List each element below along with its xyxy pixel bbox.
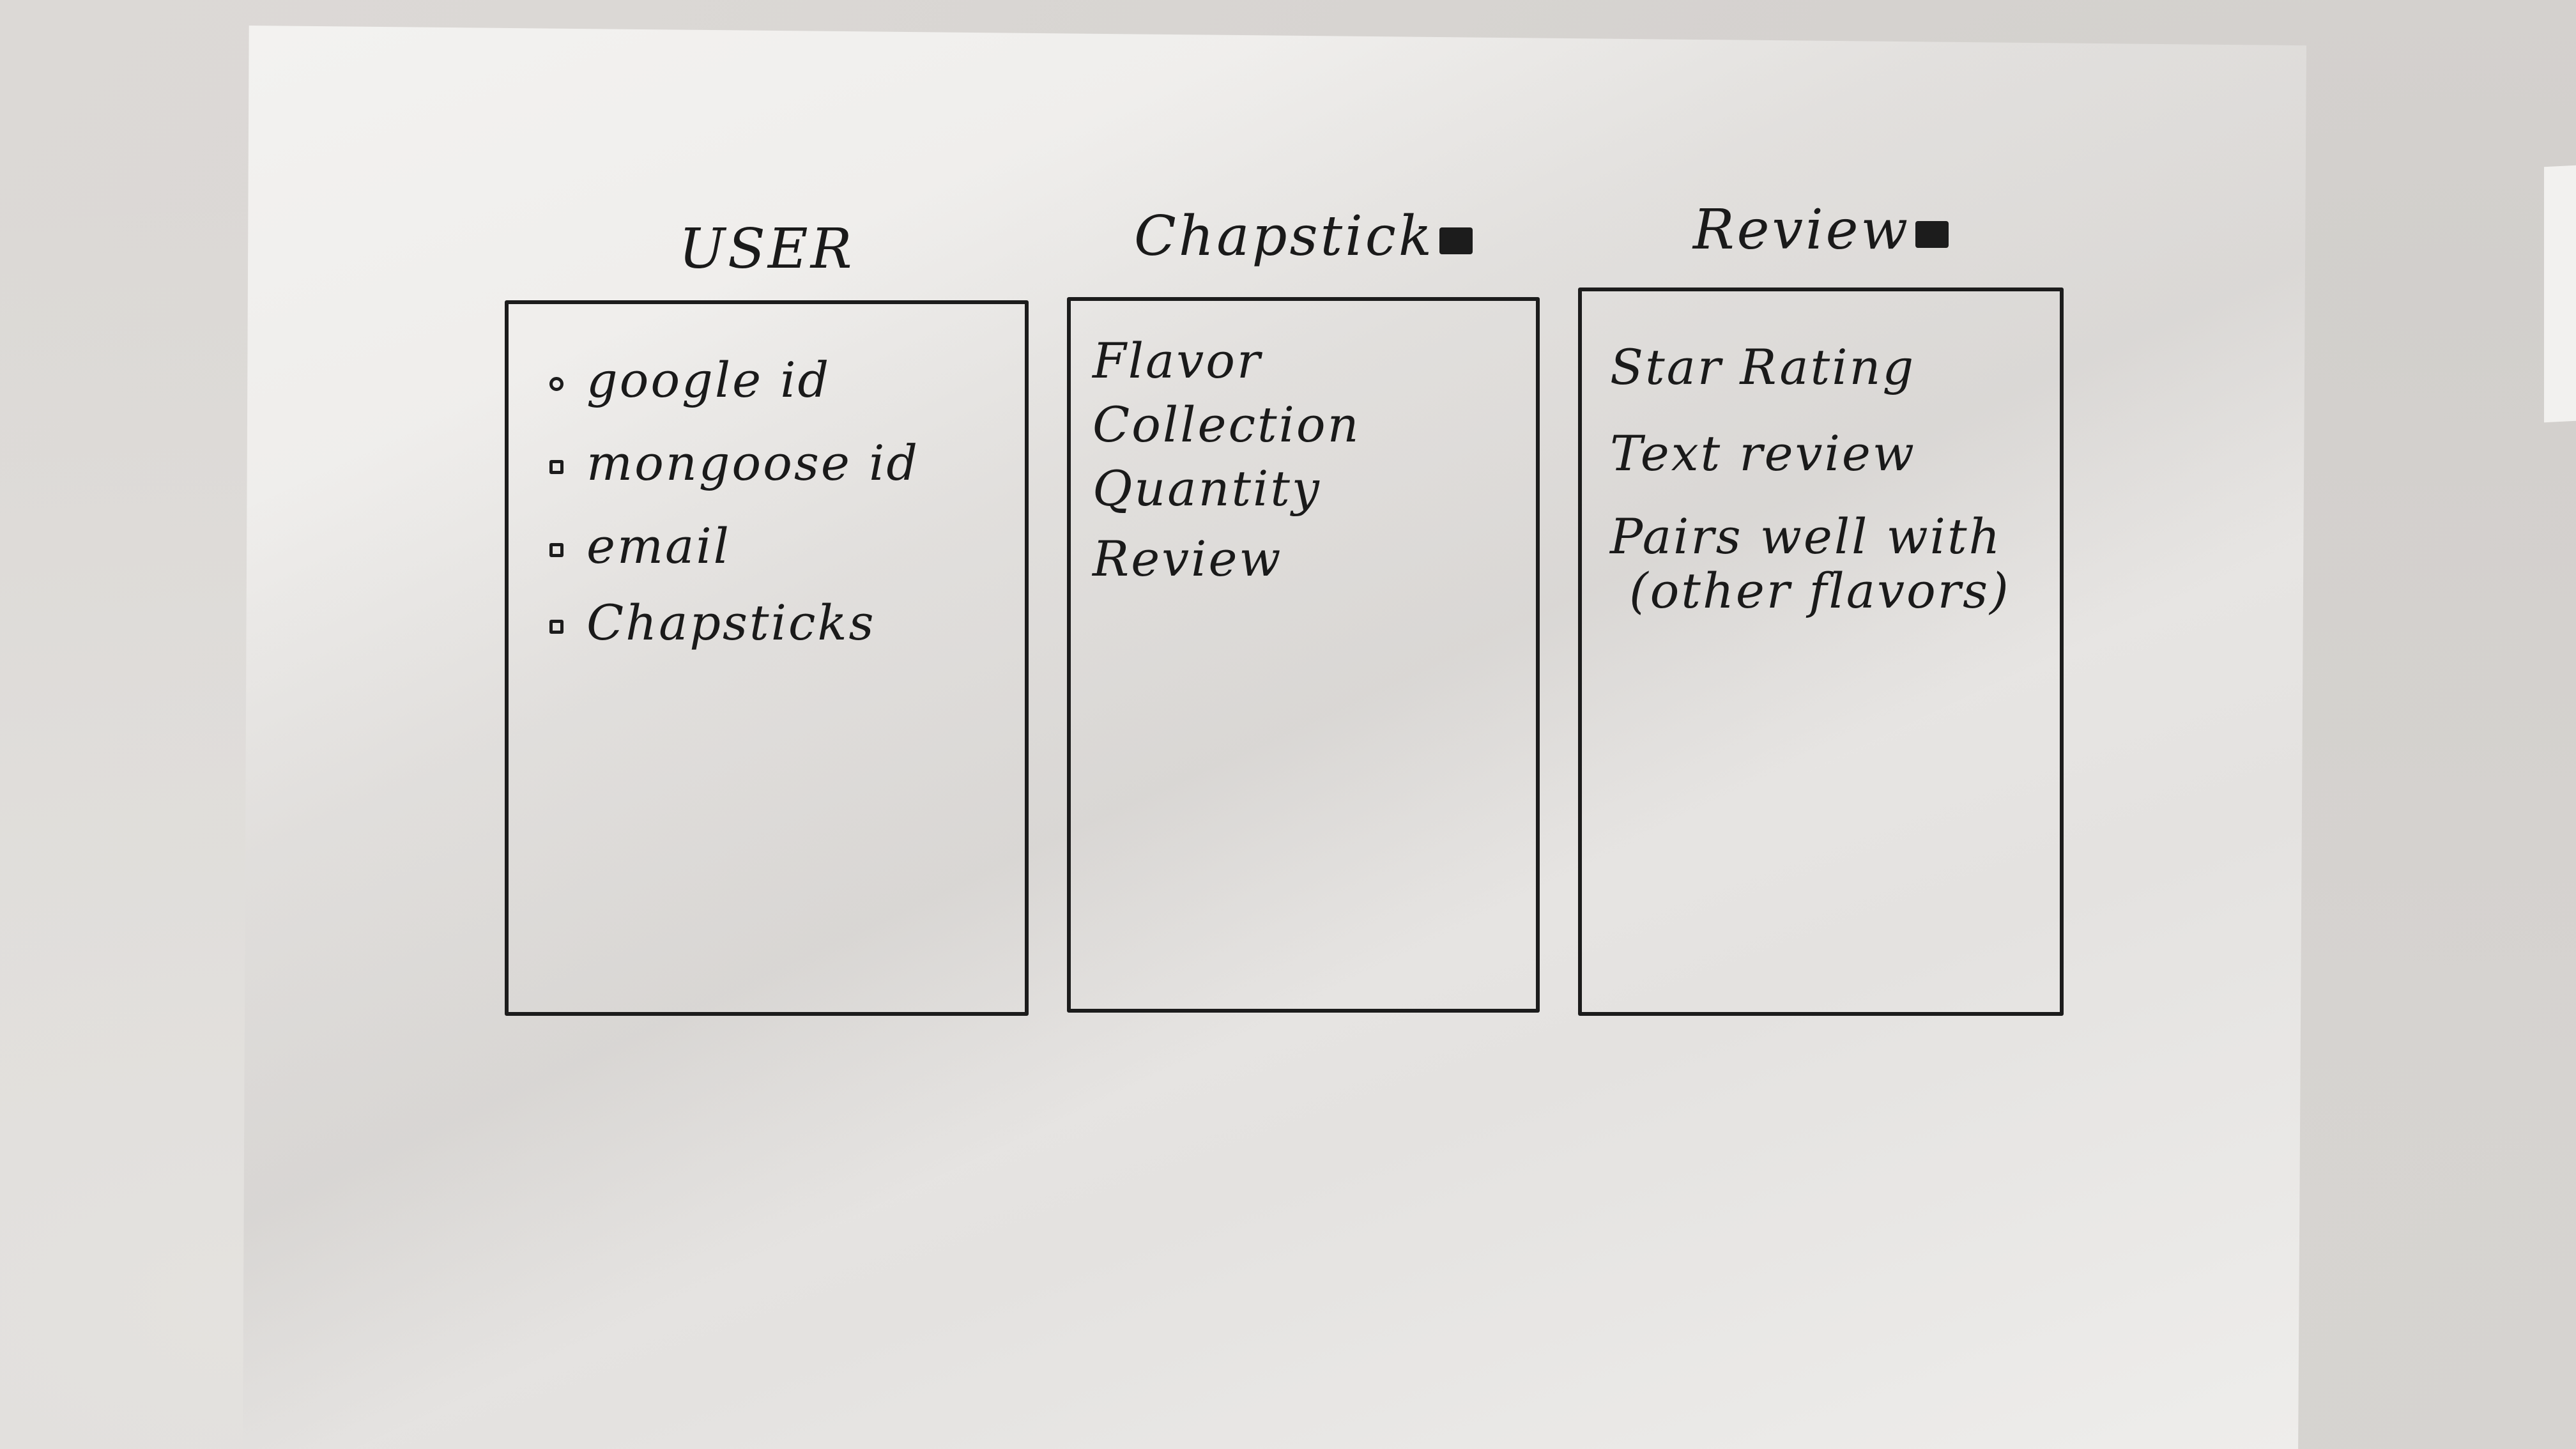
attribute-item: Text review [1610, 425, 1916, 482]
entity-chapstick-attributes: Flavor Collection Quantity Review [1092, 332, 1540, 594]
attribute-item: Pairs well with [1610, 508, 2002, 565]
scribble-mark-icon [1439, 227, 1473, 254]
attribute-label: Chapsticks [586, 594, 876, 651]
attribute-item: google id [549, 351, 1029, 434]
checkbox-bullet-icon [549, 460, 564, 474]
attribute-item: email [549, 518, 1029, 594]
scribble-mark-icon [1915, 220, 1949, 248]
attribute-label: google id [586, 351, 831, 408]
checkbox-bullet-icon [549, 377, 564, 391]
entity-chapstick-box [1067, 297, 1540, 1013]
entity-review-box [1578, 288, 2064, 1016]
checkbox-bullet-icon [549, 543, 564, 557]
entity-review-title-text: Review [1692, 198, 1911, 262]
entity-user-box [505, 300, 1029, 1016]
paper-scrap [2544, 165, 2576, 423]
entity-review: Review Star Rating Text review Pairs wel… [1578, 198, 2064, 1048]
attribute-item: Collection [1092, 396, 1361, 453]
attribute-item: mongoose id [549, 434, 1029, 518]
attribute-item: Review [1092, 530, 1283, 587]
attribute-label: email [586, 518, 731, 574]
attribute-item: Flavor [1092, 332, 1262, 389]
entity-chapstick-title: Chapstick [1067, 204, 1540, 268]
entity-user: USER google id mongoose id email Chapsti… [505, 217, 1029, 1048]
checkbox-bullet-icon [549, 620, 564, 634]
attribute-label: mongoose id [586, 434, 920, 491]
attribute-item: Chapsticks [549, 594, 1029, 671]
attribute-item: Quantity [1092, 460, 1321, 517]
entity-user-attributes: google id mongoose id email Chapsticks [549, 351, 1029, 671]
attribute-item: (other flavors) [1629, 562, 2011, 619]
entity-chapstick: Chapstick Flavor Collection Quantity Rev… [1067, 204, 1540, 1048]
paper-sheet: USER google id mongoose id email Chapsti… [243, 26, 2306, 1449]
shadow-overlay [243, 26, 2306, 1449]
entity-user-title: USER [678, 217, 855, 281]
entity-review-title: Review [1578, 198, 2064, 262]
entity-review-attributes: Star Rating Text review Pairs well with … [1610, 339, 2064, 620]
attribute-item: Star Rating [1610, 339, 1916, 395]
entity-chapstick-title-text: Chapstick [1134, 204, 1434, 268]
